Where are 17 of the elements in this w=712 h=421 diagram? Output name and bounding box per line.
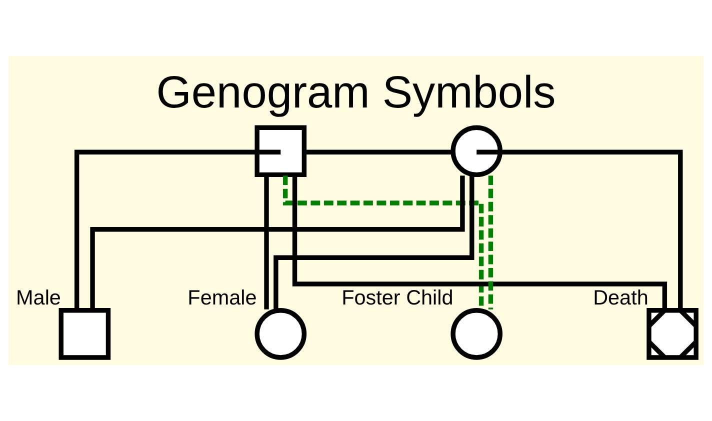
connector: [90, 176, 465, 310]
node-label: Male: [16, 286, 61, 310]
node-circle: [450, 125, 502, 178]
node-box: [58, 308, 111, 360]
node-box: [254, 125, 307, 178]
connector: [74, 150, 281, 310]
node-circle: [254, 308, 307, 360]
connector: [292, 176, 668, 310]
node-circle: [450, 308, 502, 360]
connector: [488, 176, 494, 310]
diagram-title: Genogram Symbols: [156, 66, 556, 118]
connector: [264, 176, 269, 310]
node-label: Female: [188, 286, 257, 310]
connector: [476, 150, 683, 310]
node-label: Foster Child: [342, 286, 454, 310]
connector: [305, 150, 452, 154]
node-label: Death: [593, 286, 648, 310]
